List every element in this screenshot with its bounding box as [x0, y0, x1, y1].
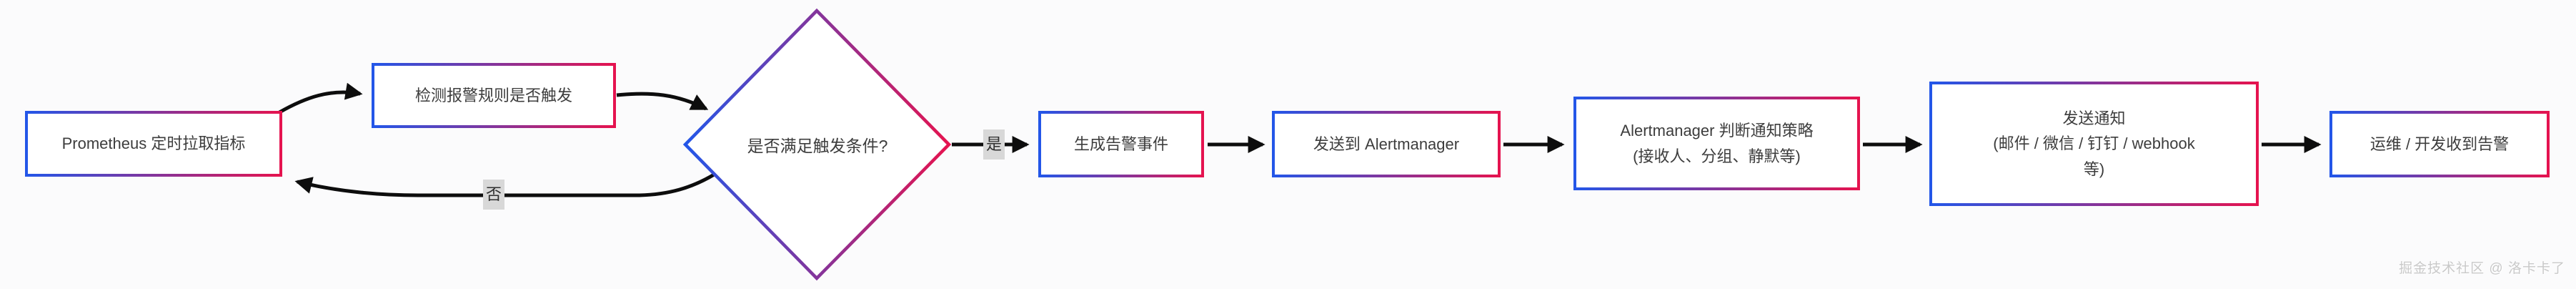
node-generate-alert-event: 生成告警事件	[1038, 111, 1204, 177]
node-label-line: (接收人、分组、静默等)	[1633, 147, 1801, 165]
decision-diamond-shape	[682, 8, 952, 281]
decision-diamond-outline	[682, 8, 952, 281]
node-label-line: 等)	[2083, 160, 2105, 178]
node-trigger-condition: 是否满足触发条件?	[682, 8, 953, 281]
node-label: Prometheus 定时拉取指标	[61, 134, 246, 153]
node-label: 运维 / 开发收到告警	[2369, 134, 2510, 153]
arrow-condition-no-to-prometheus	[294, 172, 717, 197]
node-label: 生成告警事件	[1073, 134, 1168, 153]
node-ops-receive-alert: 运维 / 开发收到告警	[2329, 111, 2550, 177]
edge-label-yes: 是	[983, 129, 1005, 160]
node-label-line: Alertmanager 判断通知策略	[1620, 121, 1814, 139]
arrow-prometheus-to-check-rules	[278, 82, 363, 114]
edge-label-no: 否	[483, 180, 505, 210]
node-alertmanager-policy: Alertmanager 判断通知策略 (接收人、分组、静默等)	[1573, 97, 1860, 190]
arrow-check-rules-to-condition	[616, 92, 709, 111]
node-label: 检测报警规则是否触发	[414, 86, 572, 104]
node-label-line: 发送通知	[2062, 109, 2126, 127]
node-prometheus-pull: Prometheus 定时拉取指标	[25, 111, 282, 177]
node-label-line: (邮件 / 微信 / 钉钉 / webhook	[1993, 134, 2195, 153]
node-send-notification: 发送通知 (邮件 / 微信 / 钉钉 / webhook 等)	[1929, 82, 2259, 206]
node-send-to-alertmanager: 发送到 Alertmanager	[1272, 111, 1501, 177]
watermark-text: 掘金技术社区 @ 洛卡卡了	[2399, 261, 2565, 276]
node-label: 发送到 Alertmanager	[1313, 134, 1460, 153]
node-check-alert-rules: 检测报警规则是否触发	[372, 63, 616, 128]
node-label: 是否满足触发条件?	[747, 137, 888, 155]
